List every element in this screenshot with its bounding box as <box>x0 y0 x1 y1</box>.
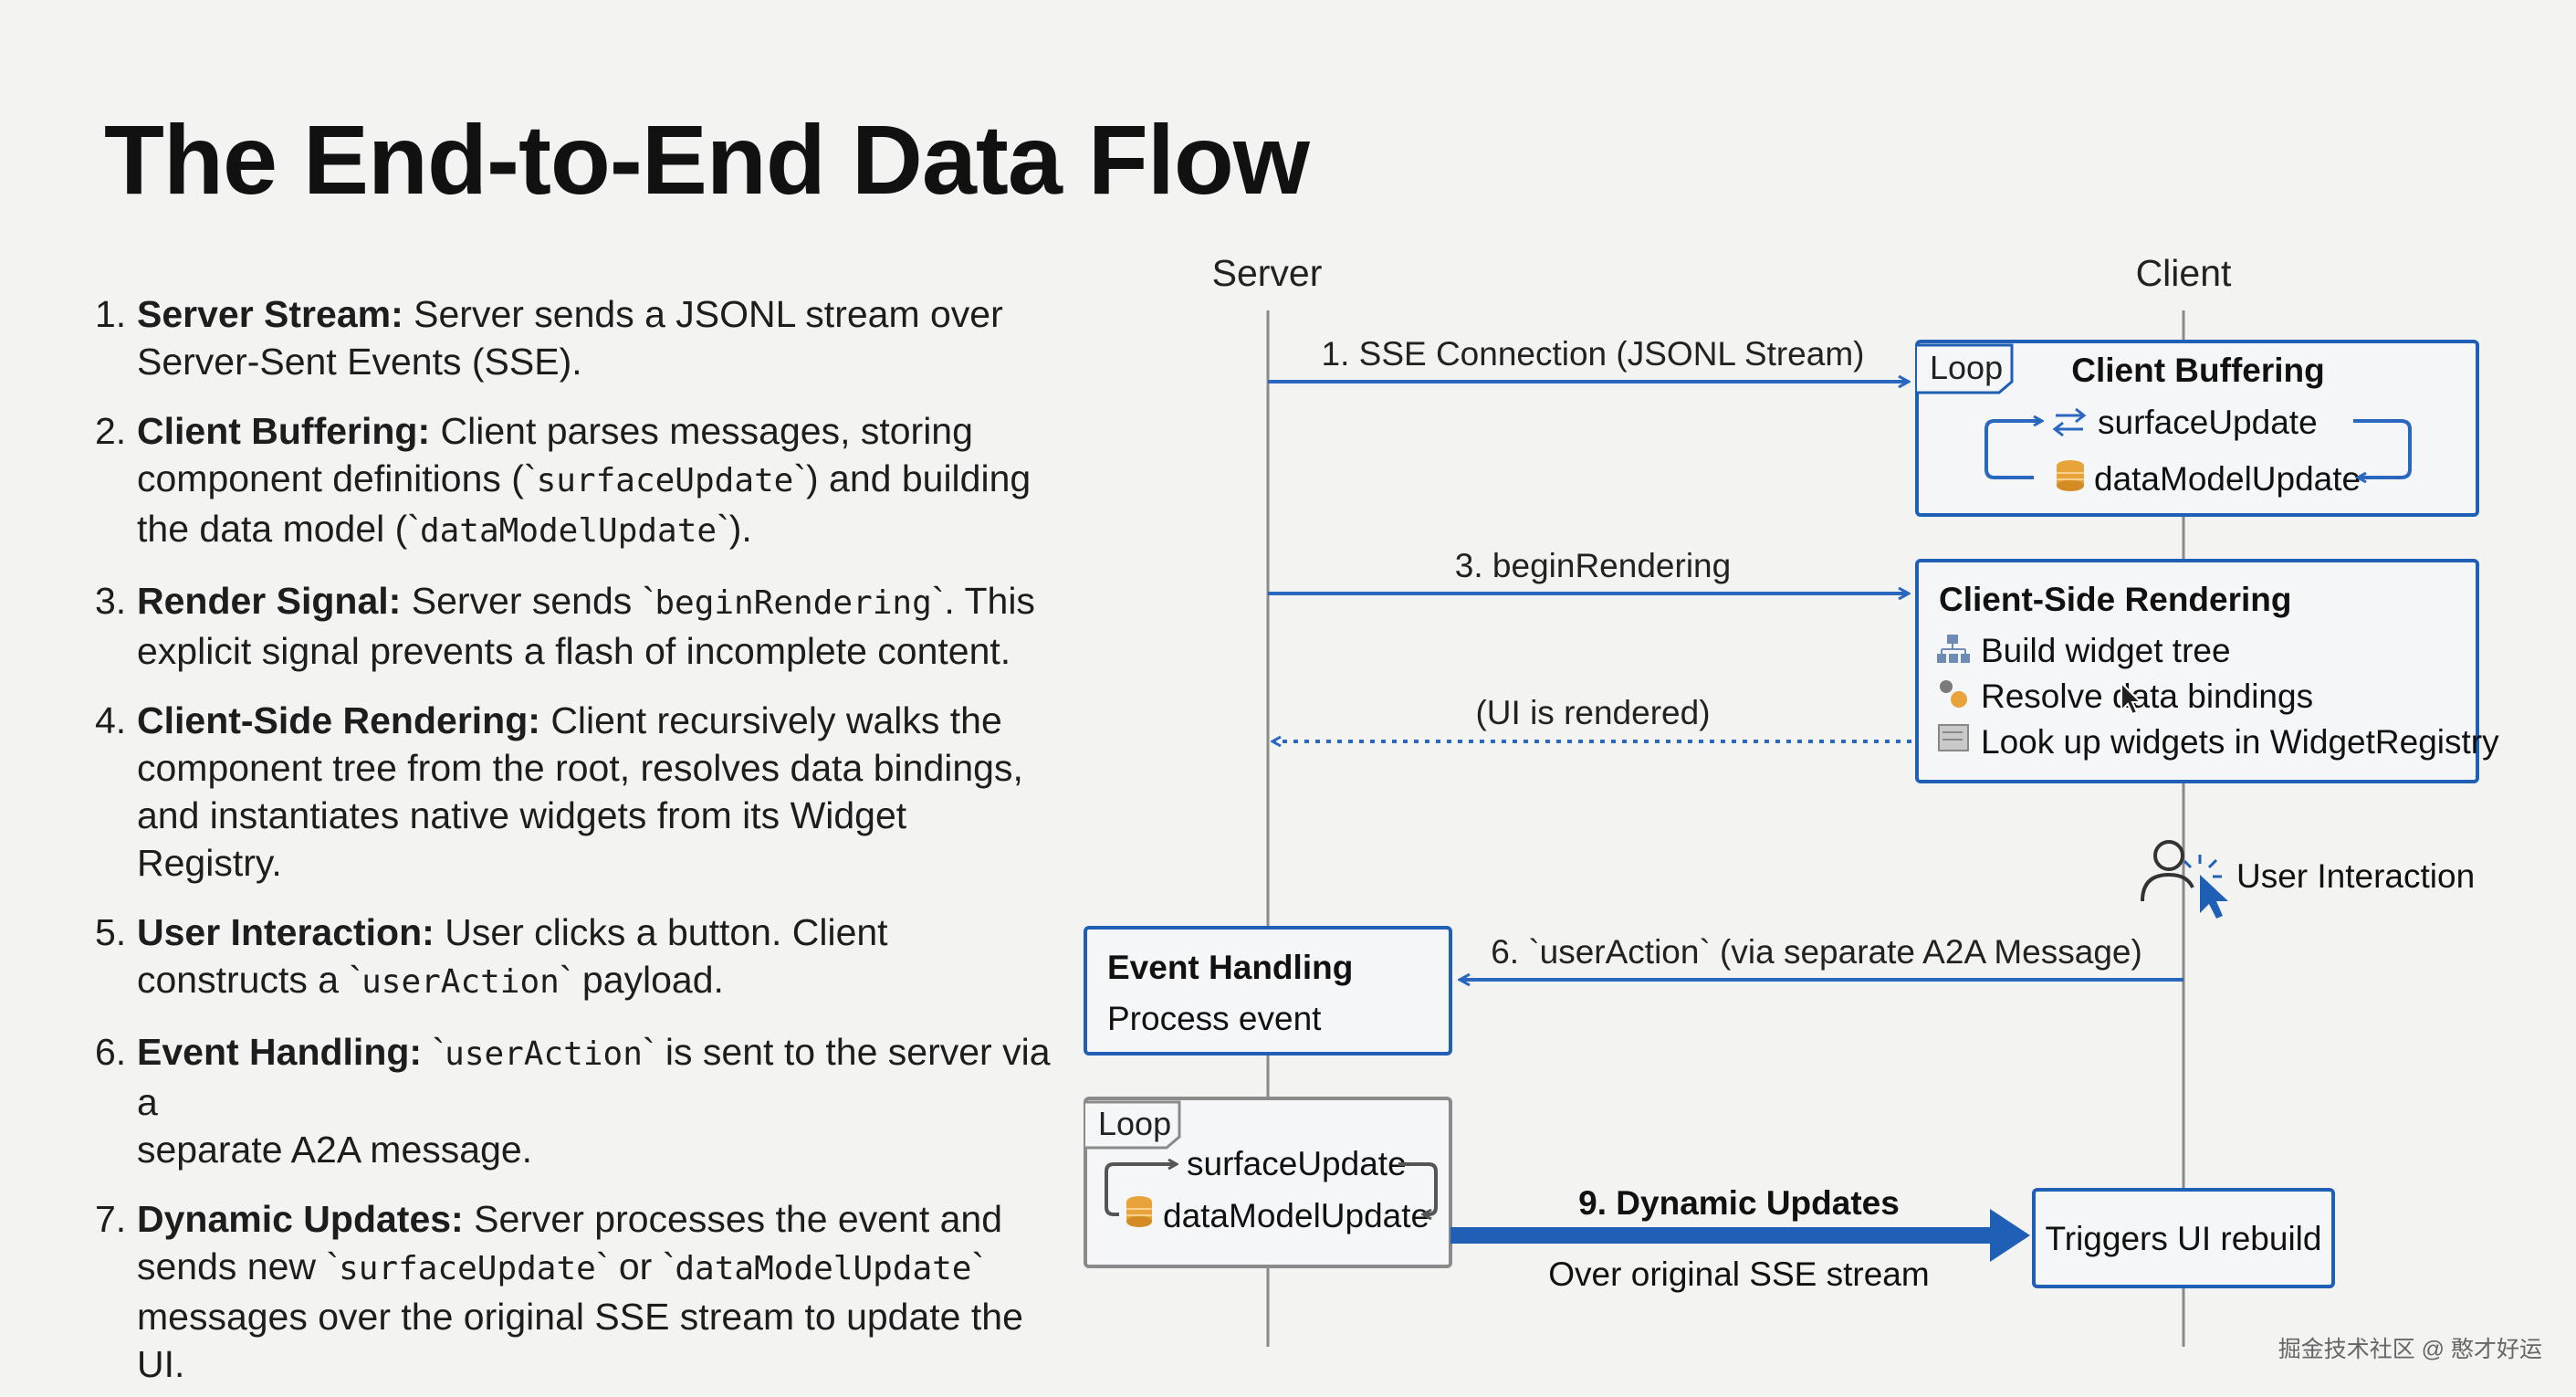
step-heading: Server Stream: <box>137 293 403 335</box>
watermark: 掘金技术社区 @ 憨才好运 <box>2278 1337 2542 1362</box>
widget-tree-icon <box>1937 635 1970 663</box>
step-heading: Dynamic Updates: <box>137 1198 464 1240</box>
step-item: 5.User Interaction: User clicks a button… <box>95 909 1063 1006</box>
client-rendering-item-registry: Look up widgets in WidgetRegistry <box>1981 723 2499 761</box>
step-heading: Render Signal: <box>137 580 402 622</box>
loop-tag: Loop <box>1930 349 2003 386</box>
rebuild-label: Triggers UI rebuild <box>2046 1220 2322 1257</box>
step-body: `userAction` is sent to the server via a… <box>137 1031 1051 1171</box>
step-item: 4.Client-Side Rendering: Client recursiv… <box>95 697 1063 887</box>
server-loop-tag: Loop <box>1098 1105 1171 1142</box>
step-item: 2.Client Buffering: Client parses messag… <box>95 407 1063 555</box>
server-loop-arrow-left <box>1105 1164 1176 1216</box>
event-handling-title: Event Handling <box>1107 949 1353 986</box>
step-number: 4. <box>95 699 127 741</box>
client-buffering-title: Client Buffering <box>2071 352 2324 389</box>
event-handling-text: Process event <box>1107 1000 1322 1037</box>
user-action-label: 6. `userAction` (via separate A2A Messag… <box>1491 933 2142 971</box>
step-heading: Client-Side Rendering: <box>137 699 540 741</box>
user-interaction-label: User Interaction <box>2236 857 2475 895</box>
step-number: 7. <box>95 1198 127 1240</box>
dynamic-updates-sublabel: Over original SSE stream <box>1548 1255 1929 1293</box>
step-heading: Event Handling: <box>137 1031 423 1073</box>
ui-rendered-label: (UI is rendered) <box>1475 694 1710 731</box>
loop-arrow-left <box>1984 421 2041 479</box>
step-heading: User Interaction: <box>137 911 435 953</box>
client-buffering-item-surface: surfaceUpdate <box>2098 404 2318 441</box>
sse-connection-label: 1. SSE Connection (JSONL Stream) <box>1322 335 1865 373</box>
dynamic-updates-label: 9. Dynamic Updates <box>1578 1184 1900 1222</box>
step-number: 3. <box>95 580 127 622</box>
database-icon <box>1126 1196 1152 1227</box>
database-icon <box>2057 460 2084 491</box>
client-rendering-box: Client-Side Rendering Build widget tree … <box>1915 559 2499 783</box>
client-rendering-item-bindings: Resolve data bindings <box>1981 677 2313 715</box>
event-handling-box: Event Handling Process event <box>1084 926 1452 1056</box>
server-loop-item-datamodel: dataModelUpdate <box>1163 1197 1429 1234</box>
step-number: 6. <box>95 1031 127 1073</box>
user-click-icon <box>2141 840 2228 919</box>
step-item: 6.Event Handling: `userAction` is sent t… <box>95 1028 1063 1173</box>
step-item: 7.Dynamic Updates: Server processes the … <box>95 1195 1063 1388</box>
begin-rendering-label: 3. beginRendering <box>1455 547 1731 584</box>
steps-list: 1.Server Stream: Server sends a JSONL st… <box>95 290 1063 1388</box>
step-number: 1. <box>95 293 127 335</box>
server-loop-item-surface: surfaceUpdate <box>1187 1145 1407 1182</box>
loop-arrow-right <box>2353 419 2412 478</box>
swap-icon <box>2052 407 2087 437</box>
step-number: 5. <box>95 911 127 953</box>
client-rendering-item-tree: Build widget tree <box>1981 632 2231 669</box>
dynamic-updates-arrow <box>1450 1209 2030 1262</box>
step-number: 2. <box>95 410 127 452</box>
step-heading: Client Buffering: <box>137 410 431 452</box>
step-item: 3.Render Signal: Server sends `beginRend… <box>95 577 1063 675</box>
registry-icon <box>1938 724 1969 751</box>
data-binding-icon <box>1940 680 1967 708</box>
page-title: The End-to-End Data Flow <box>104 104 1310 215</box>
client-buffering-box: Loop Client Buffering surfaceUpdate data… <box>1915 340 2479 517</box>
mouse-cursor-icon <box>2120 680 2143 716</box>
server-loop-box: Loop surfaceUpdate dataModelUpdate <box>1084 1097 1452 1268</box>
client-lifeline-label: Client <box>2136 252 2232 294</box>
client-buffering-item-datamodel: dataModelUpdate <box>2094 460 2361 498</box>
server-loop-arrow-right <box>1398 1162 1438 1214</box>
step-item: 1.Server Stream: Server sends a JSONL st… <box>95 290 1063 385</box>
server-lifeline-label: Server <box>1212 252 1323 294</box>
client-rendering-title: Client-Side Rendering <box>1939 581 2291 618</box>
rebuild-box: Triggers UI rebuild <box>2032 1188 2335 1288</box>
